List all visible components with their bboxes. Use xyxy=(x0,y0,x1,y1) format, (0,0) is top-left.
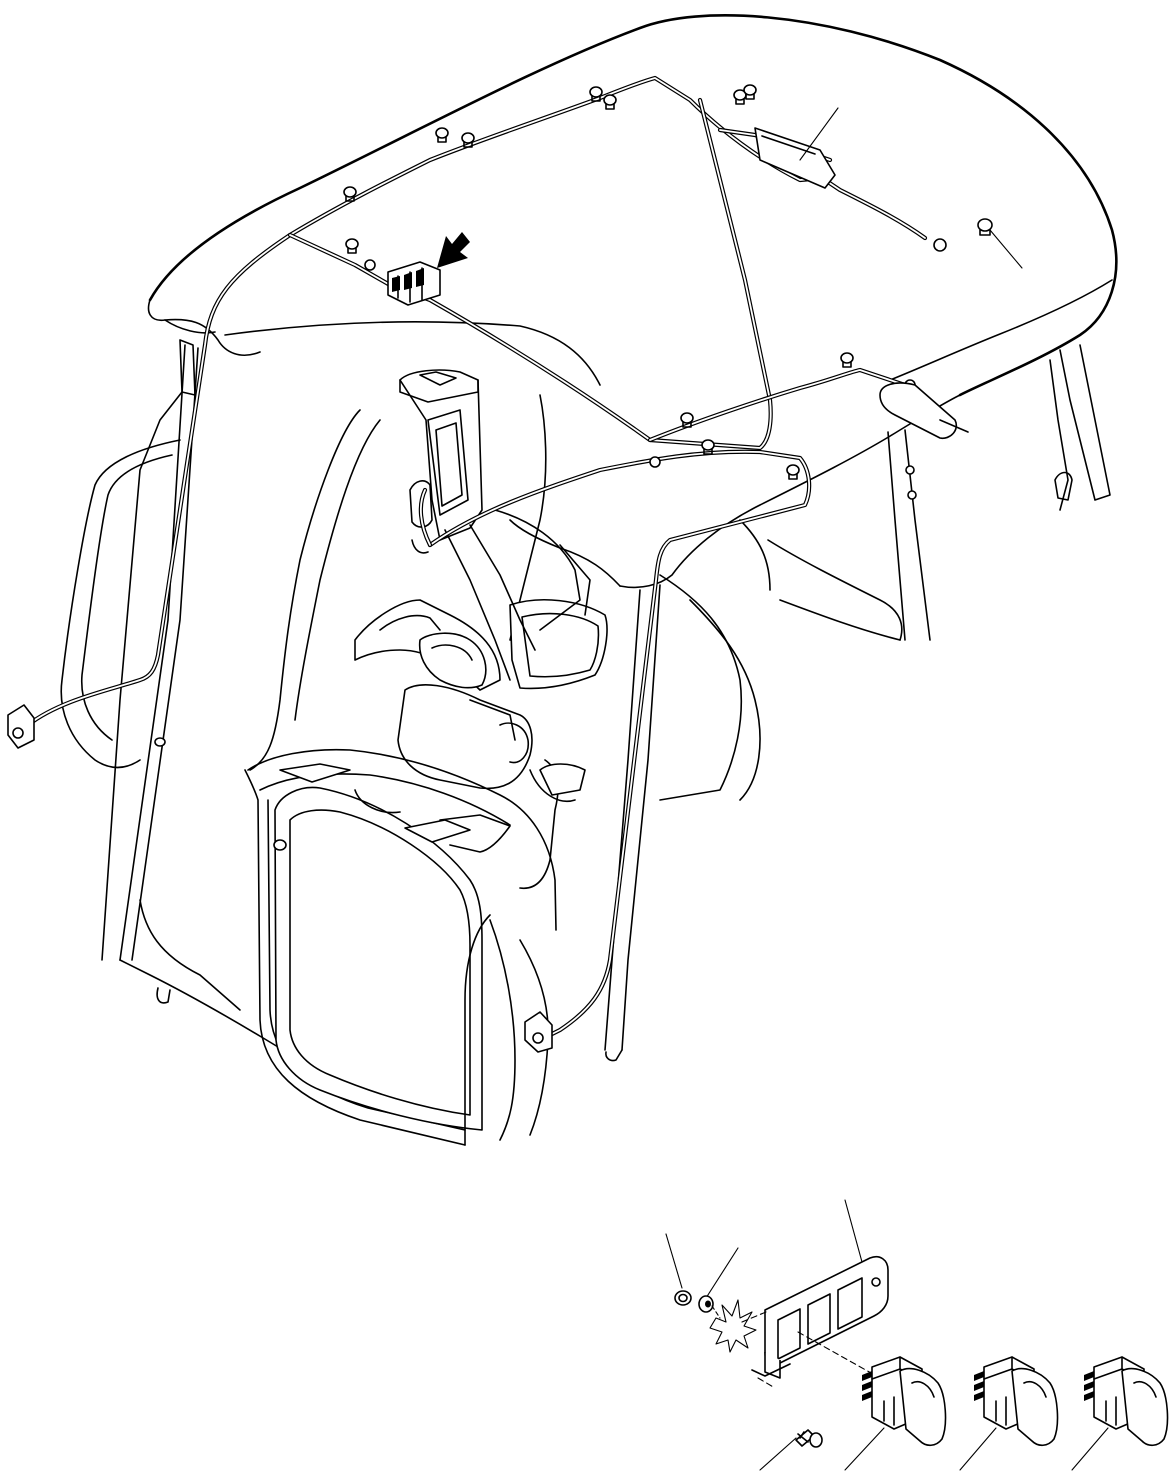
screw xyxy=(795,1429,823,1448)
nut xyxy=(674,1290,692,1306)
harness-clip-icon xyxy=(840,352,854,368)
harness-clip-icon xyxy=(461,132,475,148)
switch-panel-exploded xyxy=(665,1199,1169,1471)
harness-clip-icon xyxy=(733,89,747,105)
operator-seat xyxy=(247,369,608,931)
cab-frame xyxy=(60,339,1111,1146)
harness-clip-icon xyxy=(589,86,603,102)
switch-bracket xyxy=(741,1255,889,1389)
harness-clip-icon xyxy=(345,238,359,254)
leader-lines-upper xyxy=(799,107,1023,269)
harness-clips xyxy=(154,84,993,851)
roof-connector xyxy=(387,261,441,306)
harness-clip-icon xyxy=(977,218,993,236)
harness-clip-icon xyxy=(603,94,617,110)
harness-clip-icon xyxy=(786,464,800,480)
wiring-harness xyxy=(7,75,947,1053)
harness-clip-icon xyxy=(273,839,287,851)
harness-clip-icon xyxy=(905,465,915,475)
harness-clip-icon xyxy=(907,490,917,500)
washer xyxy=(698,1295,714,1313)
harness-clip-icon xyxy=(680,412,694,428)
rocker-switch-1 xyxy=(862,1356,947,1447)
rocker-switch-3 xyxy=(1084,1356,1169,1447)
harness-clip-icon xyxy=(154,737,166,747)
harness-clip-icon xyxy=(701,439,715,455)
harness-clip-icon xyxy=(743,84,757,100)
cab-roof xyxy=(147,14,1118,589)
harness-clip-icon xyxy=(343,186,357,202)
arrow-pointer-icon xyxy=(437,232,470,268)
rocker-switch-2 xyxy=(974,1356,1059,1447)
harness-clip-icon xyxy=(435,127,449,143)
